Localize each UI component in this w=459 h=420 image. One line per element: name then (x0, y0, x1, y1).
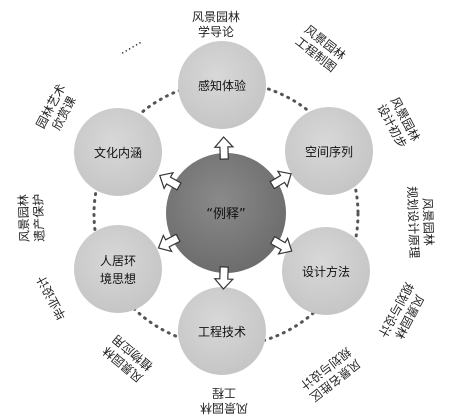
arrow-to-culture (159, 171, 182, 191)
course-engineering: 风景园林工程 (200, 386, 249, 415)
node-habitat-label-line1: 人居环 (100, 254, 136, 268)
course-planning: 风景园林规划设计原理 (404, 186, 436, 259)
node-experience: 感知体验 (178, 41, 266, 129)
node-habitat-label-line2: 境思想 (100, 271, 136, 286)
node-experience-label: 感知体验 (198, 78, 246, 93)
center-label: “例释” (206, 207, 245, 222)
node-culture-label: 文化内涵 (94, 145, 142, 160)
arrow-to-design (269, 235, 293, 255)
course-heritage: 风景园林遗产保护 (16, 193, 47, 243)
center-node: “例释” (166, 153, 286, 273)
arrow-to-habitat (157, 233, 181, 253)
node-space: 空间序列 (285, 107, 373, 195)
node-design-label: 设计方法 (302, 264, 350, 279)
node-engineering: 工程技术 (178, 287, 266, 375)
arrow-to-space (269, 170, 292, 190)
arrow-to-experience (213, 136, 235, 160)
arrows (157, 136, 293, 290)
node-space-label: 空间序列 (305, 144, 353, 159)
course-intro: 风景园林学导论 (192, 10, 241, 39)
node-design: 设计方法 (282, 227, 370, 315)
node-habitat: 人居环 境思想 (74, 225, 162, 313)
node-culture: 文化内涵 (74, 108, 162, 196)
arrow-to-engineering (213, 266, 235, 290)
node-engineering-label: 工程技术 (198, 324, 246, 339)
